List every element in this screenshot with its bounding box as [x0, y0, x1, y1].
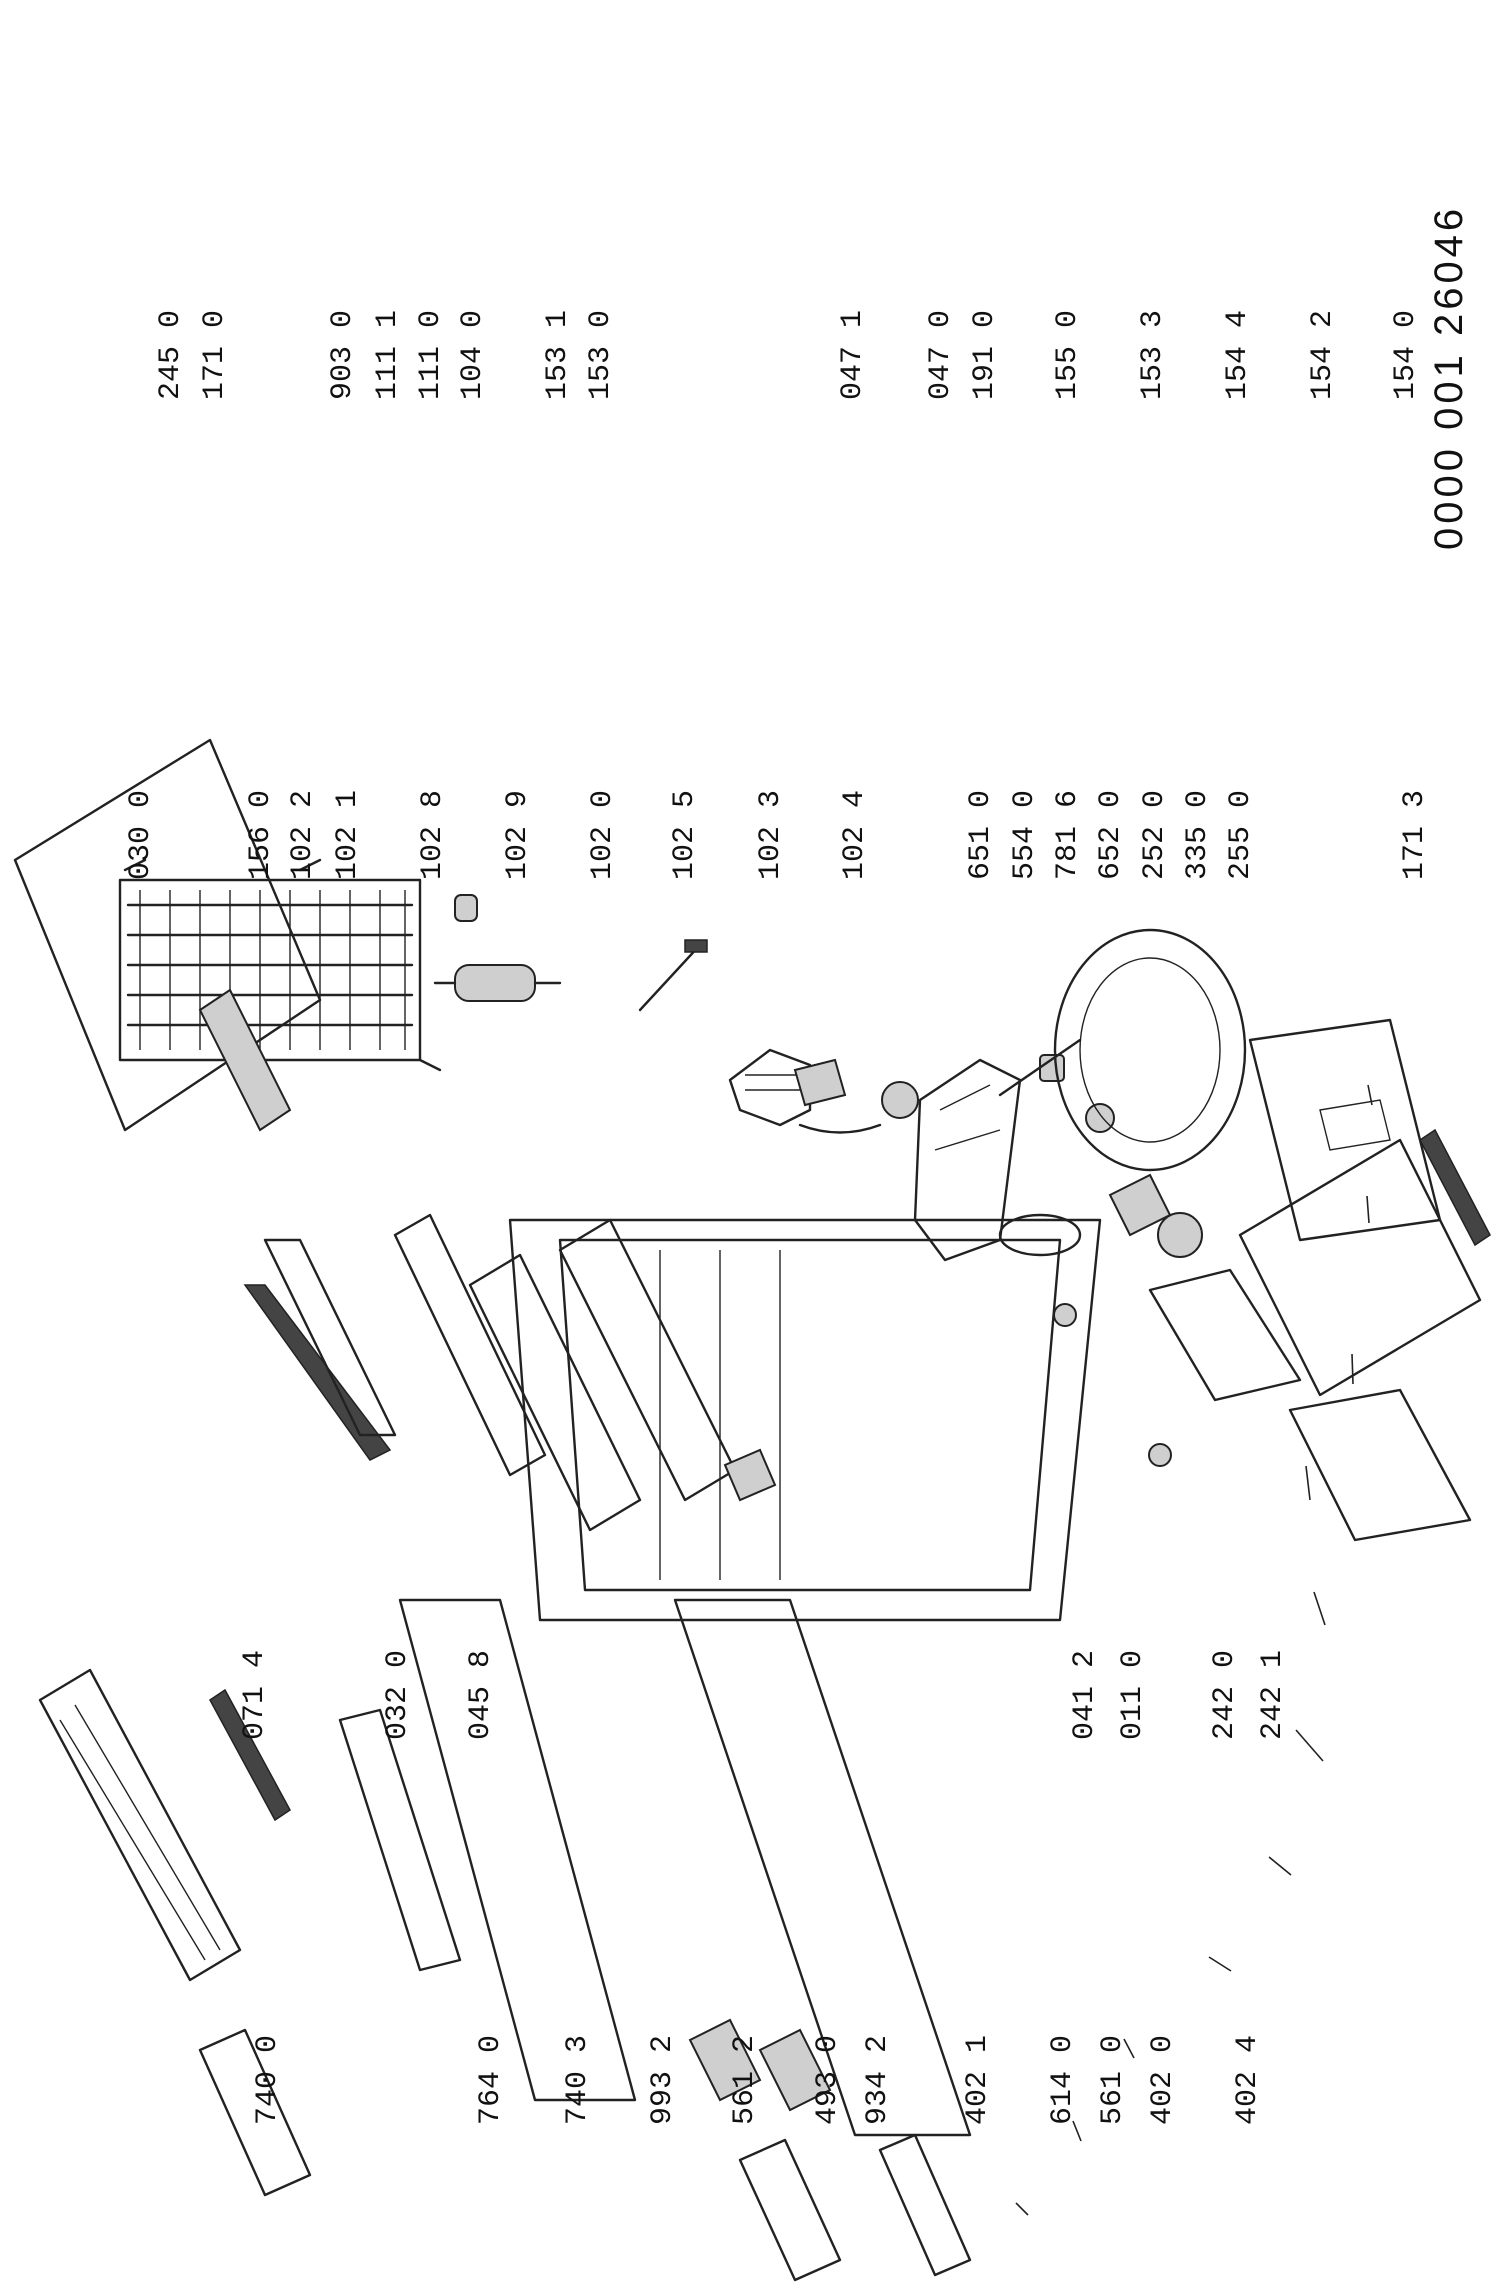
part-561-2	[728, 1048, 812, 1127]
label-071-4: 071 4	[238, 1650, 272, 1740]
label-102-0: 102 0	[586, 790, 620, 880]
label-402-0: 402 0	[1146, 2035, 1180, 2125]
label-740-0: 740 0	[251, 2035, 285, 2125]
label-903-0: 903 0	[326, 310, 360, 400]
label-153-1: 153 1	[541, 310, 575, 400]
part-171-0	[209, 1688, 291, 1822]
label-102-1: 102 1	[331, 790, 365, 880]
label-781-6: 781 6	[1051, 790, 1085, 880]
label-402-4: 402 4	[1231, 2035, 1265, 2125]
label-102-9: 102 9	[501, 790, 535, 880]
label-032-0: 032 0	[381, 1650, 415, 1740]
label-104-0: 104 0	[456, 310, 490, 400]
label-335-0: 335 0	[1181, 790, 1215, 880]
label-740-3: 740 3	[561, 2035, 595, 2125]
label-245-0: 245 0	[154, 310, 188, 400]
drawer-242-0	[1148, 1268, 1302, 1402]
label-402-1: 402 1	[961, 2035, 995, 2125]
part-156-0	[198, 988, 292, 1132]
part-781-6	[998, 1038, 1082, 1097]
label-column-3: 030 0 156 0 102 2 102 1 102 8 102 9 102 …	[124, 790, 1432, 880]
part-011-0	[1148, 1443, 1172, 1467]
label-561-0: 561 0	[1096, 2035, 1130, 2125]
label-column-4: 245 0 171 0 903 0 111 1 111 0 104 0 153 …	[154, 310, 1423, 400]
label-102-4: 102 4	[838, 790, 872, 880]
label-column-2: 071 4 032 0 045 8 041 2 011 0 242 0 242 …	[238, 1650, 1290, 1740]
label-column-1: 740 0 764 0 740 3 993 2 561 2 493 0 934 …	[251, 2035, 1265, 2125]
label-111-1: 111 1	[371, 310, 405, 400]
baseplate-402-4	[1248, 1018, 1442, 1242]
label-154-0: 154 0	[1389, 310, 1423, 400]
label-154-2: 154 2	[1306, 310, 1340, 400]
part-554-0	[998, 1213, 1082, 1257]
label-153-3: 153 3	[1136, 310, 1170, 400]
part-255-0	[1238, 1138, 1482, 1397]
frame-032-0	[263, 1238, 397, 1437]
label-242-1: 242 1	[1256, 1650, 1290, 1740]
part-740-3	[454, 894, 478, 922]
shelf-153-3	[738, 2138, 842, 2282]
label-554-0: 554 0	[1008, 790, 1042, 880]
label-191-0: 191 0	[968, 310, 1002, 400]
part-402-1	[913, 1058, 1022, 1262]
label-652-0: 652 0	[1094, 790, 1128, 880]
label-255-0: 255 0	[1224, 790, 1258, 880]
label-047-1: 047 1	[836, 310, 870, 400]
label-011-0: 011 0	[1116, 1650, 1150, 1740]
label-561-2: 561 2	[728, 2035, 762, 2125]
door-104-0	[338, 1598, 637, 2102]
cabinet-045-8	[508, 1218, 1102, 1622]
part-030-0	[13, 738, 322, 1132]
part-493-0	[793, 1058, 847, 1107]
label-111-0: 111 0	[414, 310, 448, 400]
part-071-4	[243, 1284, 392, 1461]
document-code: 0000 001 26046	[1427, 205, 1471, 550]
label-045-8: 045 8	[464, 1650, 498, 1740]
part-993-2	[638, 939, 708, 1012]
part-041-2	[1053, 1303, 1077, 1327]
label-252-0: 252 0	[1138, 790, 1172, 880]
egg-tray-155-0	[688, 2018, 832, 2112]
label-153-0: 153 0	[584, 310, 618, 400]
label-154-4: 154 4	[1221, 310, 1255, 400]
label-155-0: 155 0	[1051, 310, 1085, 400]
part-171-3	[1419, 1128, 1491, 1247]
drawer-242-1	[1288, 1388, 1472, 1542]
label-030-0: 030 0	[124, 790, 158, 880]
door-shelf-153-0	[198, 2028, 312, 2197]
part-651-0	[881, 1081, 919, 1119]
part-934-2	[798, 1123, 882, 1134]
part-245-0	[38, 1668, 242, 1982]
label-102-2: 102 2	[286, 790, 320, 880]
label-041-2: 041 2	[1068, 1650, 1102, 1740]
label-156-0: 156 0	[244, 790, 278, 880]
part-335-0	[1157, 1212, 1203, 1258]
label-651-0: 651 0	[964, 790, 998, 880]
freezer-parts-102	[393, 1213, 777, 1532]
label-493-0: 493 0	[811, 2035, 845, 2125]
label-242-0: 242 0	[1208, 1650, 1242, 1740]
leader-lines	[1015, 1084, 1373, 2216]
label-993-2: 993 2	[646, 2035, 680, 2125]
label-171-0: 171 0	[198, 310, 232, 400]
label-171-3: 171 3	[1398, 790, 1432, 880]
label-102-8: 102 8	[416, 790, 450, 880]
part-561-0	[1085, 1103, 1115, 1133]
drier-764-0	[433, 964, 562, 1002]
label-047-0: 047 0	[924, 310, 958, 400]
label-102-5: 102 5	[668, 790, 702, 880]
compressor-402-0	[1053, 928, 1247, 1172]
gasket-191-0	[673, 1598, 972, 2137]
part-154-0	[878, 2133, 972, 2277]
label-764-0: 764 0	[474, 2035, 508, 2125]
label-934-2: 934 2	[861, 2035, 895, 2125]
label-614-0: 614 0	[1046, 2035, 1080, 2125]
label-102-3: 102 3	[754, 790, 788, 880]
condenser-740-0	[118, 858, 442, 1072]
